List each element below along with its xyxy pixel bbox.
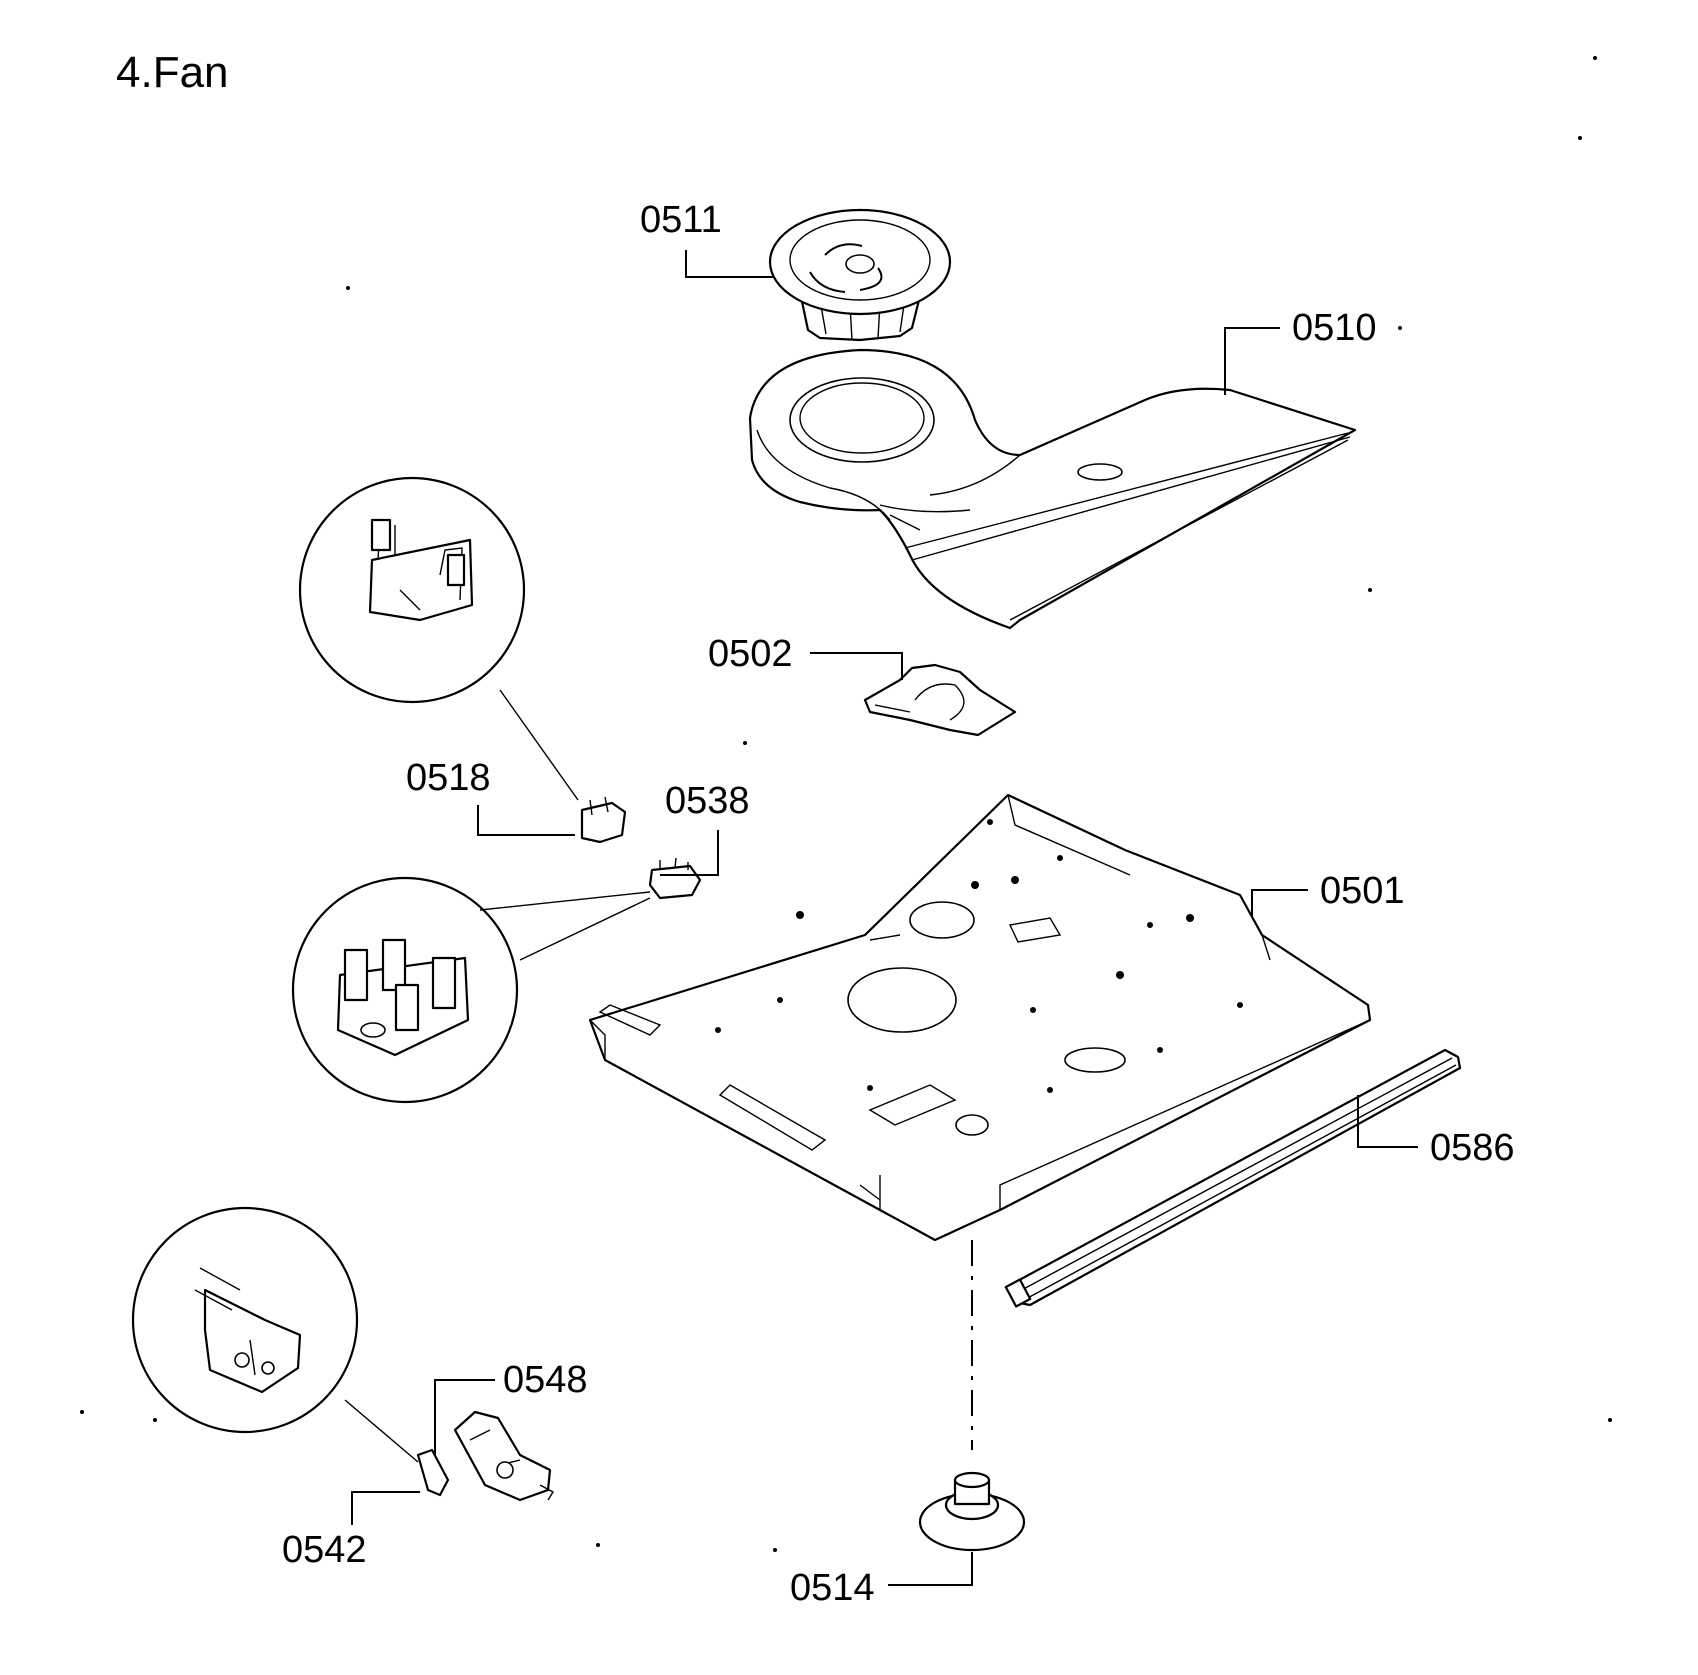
svg-text:0501: 0501 xyxy=(1320,870,1405,912)
label-0518: 0518 xyxy=(406,689,579,836)
svg-text:0538: 0538 xyxy=(665,780,750,822)
terminal-bracket-detail xyxy=(291,876,519,1104)
label-0542: 0542 xyxy=(282,1399,420,1571)
svg-text:0514: 0514 xyxy=(790,1567,875,1609)
label-0501: 0501 xyxy=(1251,870,1405,916)
label-0514: 0514 xyxy=(790,1552,973,1609)
micro-switch-part xyxy=(453,1410,554,1502)
page-title: 4.Fan xyxy=(116,48,229,97)
fan-duct-part xyxy=(748,348,1357,630)
switch-actuator-part xyxy=(416,1448,450,1497)
terminal-block-detail xyxy=(298,476,526,704)
terminal-block-part xyxy=(580,796,627,844)
svg-text:0511: 0511 xyxy=(640,199,722,241)
svg-text:0502: 0502 xyxy=(708,633,793,675)
label-0510: 0510 xyxy=(1224,307,1377,395)
svg-text:0518: 0518 xyxy=(406,757,491,799)
guide-rail-part xyxy=(1004,1048,1462,1308)
terminal-bracket-part xyxy=(648,857,702,900)
svg-text:0586: 0586 xyxy=(1430,1127,1515,1169)
foot-part xyxy=(918,1240,1026,1552)
fan-part xyxy=(768,208,952,342)
label-0586: 0586 xyxy=(1357,1095,1515,1169)
label-0538: 0538 xyxy=(479,780,750,961)
svg-text:0510: 0510 xyxy=(1292,307,1377,349)
svg-text:0542: 0542 xyxy=(282,1529,367,1571)
label-0548: 0548 xyxy=(434,1359,588,1455)
base-plate-part xyxy=(588,793,1372,1242)
switch-actuator-detail xyxy=(131,1206,359,1434)
label-0502: 0502 xyxy=(708,633,903,680)
label-0511: 0511 xyxy=(640,199,775,278)
svg-text:0548: 0548 xyxy=(503,1359,588,1401)
duct-bracket-part xyxy=(863,663,1017,737)
scan-specks xyxy=(80,56,1612,1552)
